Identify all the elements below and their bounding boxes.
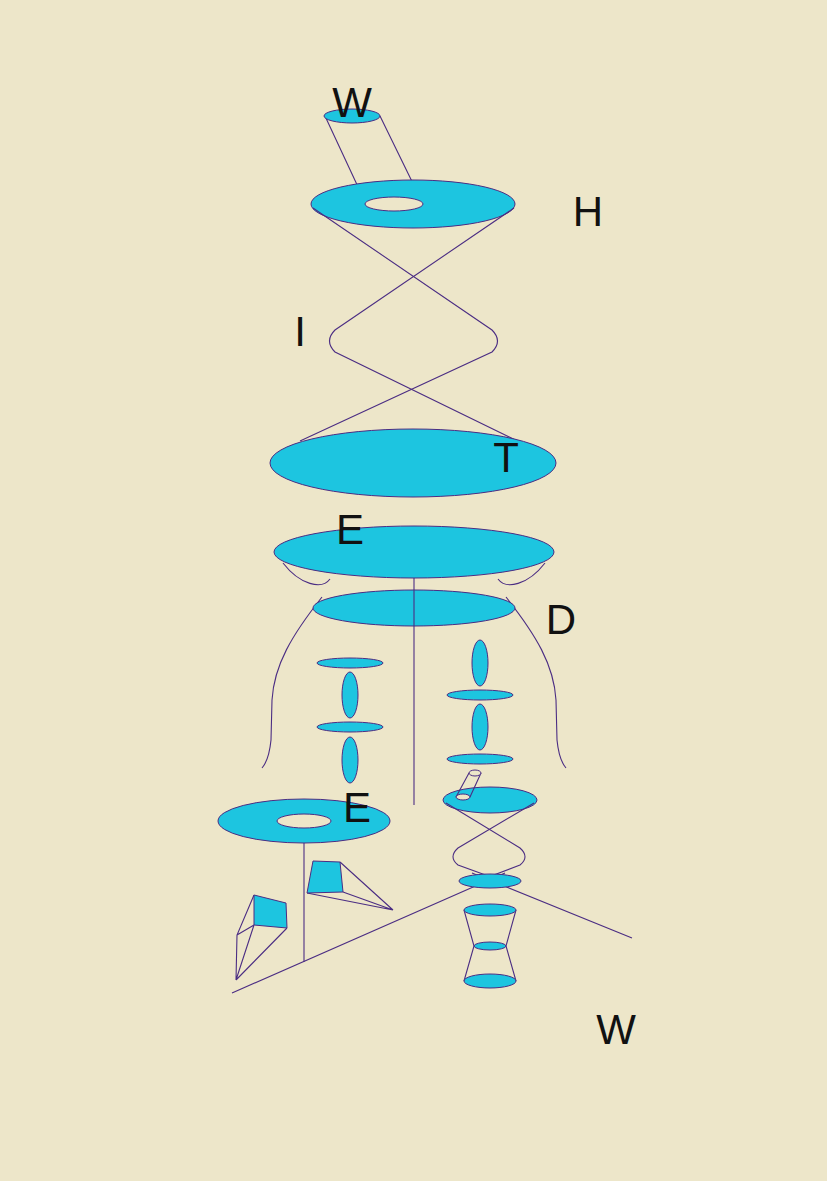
letter-label: D (546, 599, 576, 641)
letter-label: E (343, 787, 371, 829)
letter-label: T (493, 437, 519, 479)
letter-label: I (294, 311, 306, 353)
letter-label: H (573, 191, 603, 233)
letter-label: E (336, 509, 364, 551)
letter-label: W (596, 1009, 636, 1051)
letter-label: W (332, 82, 372, 124)
